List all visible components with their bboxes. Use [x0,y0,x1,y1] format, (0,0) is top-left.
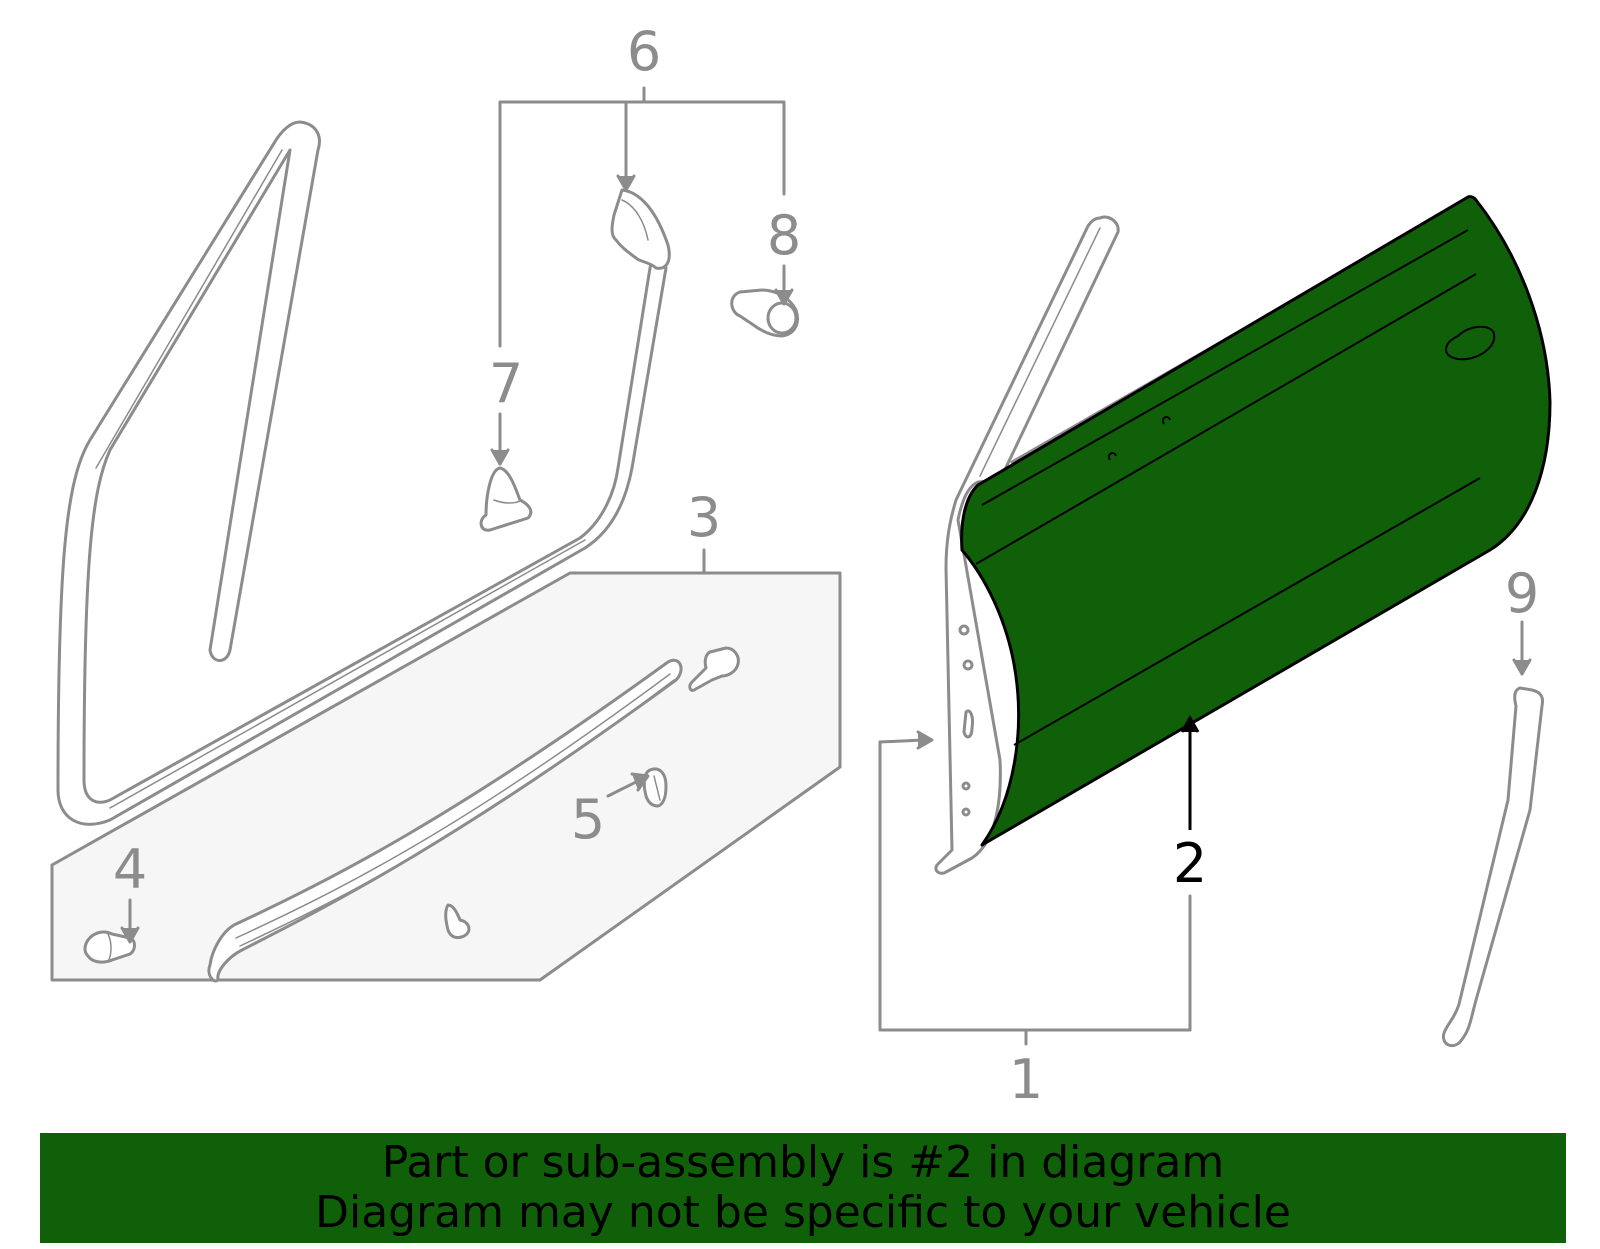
callout-4: 4 [113,838,147,901]
part-5-clip [642,767,668,808]
callout-6: 6 [627,20,661,83]
leader-lines [120,86,1532,1046]
part-9-strip [1441,686,1544,1048]
part-6-molding [610,188,671,270]
banner-line-2: Diagram may not be specific to your vehi… [315,1187,1291,1238]
part-3-sill-molding [207,658,683,983]
callout-7: 7 [489,352,523,415]
callout-1: 1 [1009,1048,1043,1111]
callout-8: 8 [767,204,801,267]
callout-5: 5 [571,788,605,851]
part-3-panel [50,571,842,982]
banner-line-1: Part or sub-assembly is #2 in diagram [381,1137,1225,1188]
part-3-clip-b [444,903,471,940]
part-4-clip [83,930,136,964]
part-7-clip [479,466,533,532]
info-banner: Part or sub-assembly is #2 in diagram Di… [40,1133,1566,1243]
callout-3: 3 [687,486,721,549]
part-3-clip-a [688,646,740,692]
door-opening-weatherstrip [56,120,668,826]
part-2-door-panel [960,195,1552,847]
callout-2: 2 [1173,832,1207,895]
callout-9: 9 [1505,562,1539,625]
